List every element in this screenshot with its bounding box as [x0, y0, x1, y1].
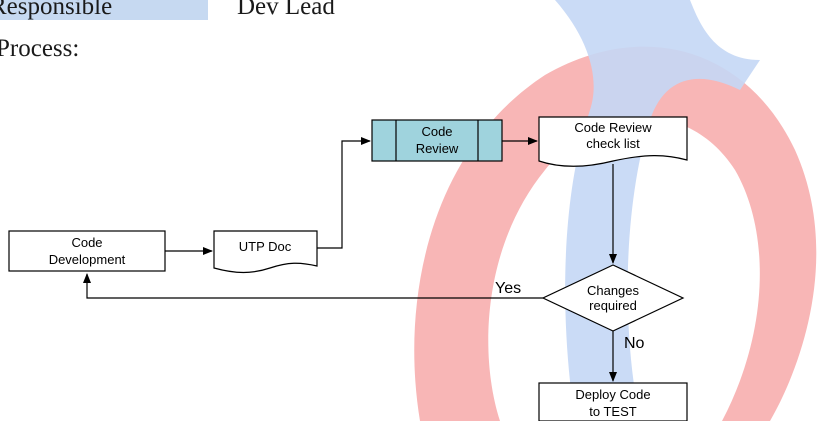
- deploy-line1: Deploy Code: [575, 387, 650, 402]
- arrow-utp-to-review: [317, 137, 371, 249]
- role-cell-background: [0, 0, 208, 20]
- utp-doc-label: UTP Doc: [239, 239, 292, 254]
- code-development-node: Code Development: [8, 230, 166, 272]
- deploy-node: Deploy Code to TEST: [538, 382, 688, 421]
- deploy-line2: to TEST: [589, 404, 637, 419]
- changes-required-decision: Changes required: [541, 264, 685, 332]
- code-review-line2: Review: [416, 141, 459, 156]
- section-label: Process:: [0, 35, 80, 62]
- code-development-line1: Code: [71, 235, 102, 250]
- code-development-line2: Development: [49, 252, 126, 267]
- arrow-yes-to-development: [83, 273, 543, 299]
- checklist-line1: Code Review: [574, 120, 652, 135]
- role-value: Dev Lead: [237, 0, 335, 20]
- checklist-line2: check list: [586, 136, 640, 151]
- yes-label: Yes: [495, 280, 521, 297]
- watermark-red-ring: [414, 46, 817, 421]
- no-label: No: [624, 335, 645, 352]
- utp-doc-node: UTP Doc: [213, 230, 318, 274]
- code-review-node: Code Review: [371, 119, 503, 162]
- decision-line2: required: [589, 298, 637, 313]
- decision-line1: Changes: [587, 283, 640, 298]
- code-review-line1: Code: [421, 124, 452, 139]
- role-label: Responsible: [0, 0, 113, 20]
- checklist-node: Code Review check list: [538, 116, 688, 167]
